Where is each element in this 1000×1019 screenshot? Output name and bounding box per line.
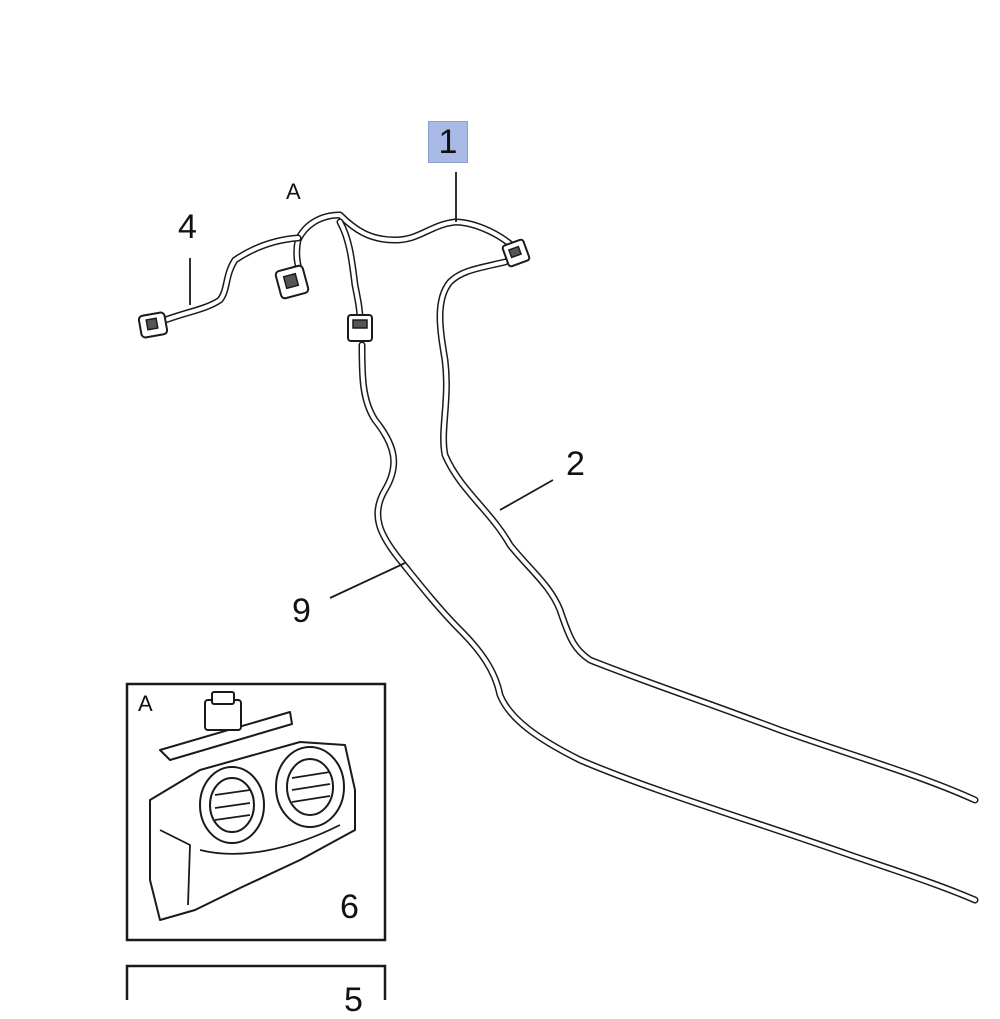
connector-right [501, 238, 531, 268]
detail-view-5 [125, 964, 387, 1000]
connector-center [274, 264, 310, 300]
connector-lower [347, 314, 373, 342]
washer-tube-2 [436, 258, 979, 804]
view-marker-a: A [286, 179, 301, 204]
callout-5: 5 [344, 981, 363, 1019]
callout-1-badge: 1 [428, 121, 468, 163]
connector-left [137, 311, 169, 339]
washer-tube-9 [358, 341, 979, 904]
upper-hose-harness [156, 211, 519, 326]
detail-view-a [125, 682, 387, 942]
callout-6: 6 [340, 888, 359, 926]
detail-view-a-label: A [138, 691, 153, 716]
callout-1: 1 [438, 123, 458, 161]
callout-2: 2 [566, 445, 585, 483]
callout-9: 9 [292, 592, 311, 630]
callout-4: 4 [178, 208, 197, 246]
